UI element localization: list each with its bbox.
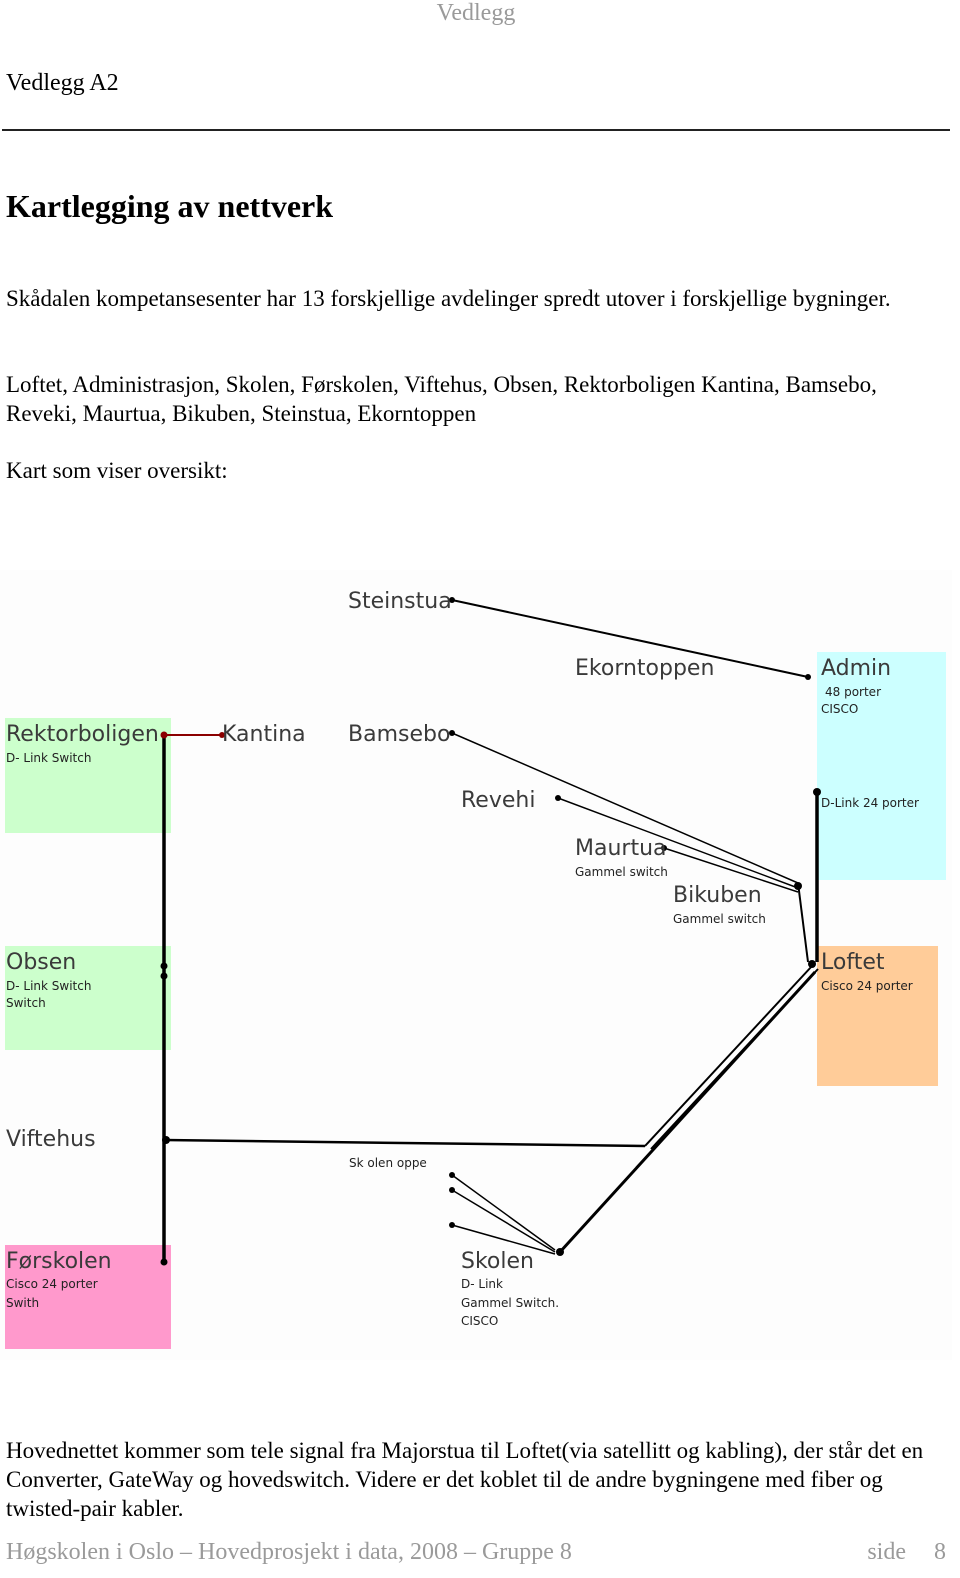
label-admin-ports: 48 porter — [825, 685, 881, 699]
connection-dots — [160, 597, 821, 1266]
bamsebo-dot — [449, 730, 455, 736]
skolen-branch-3 — [451, 1224, 556, 1255]
label-skolen-oppe: Sk olen oppe — [349, 1156, 427, 1170]
kantina-dot — [219, 732, 225, 738]
label-skolen: Skolen — [461, 1249, 534, 1274]
skolen-oppe-dot-3 — [449, 1222, 455, 1228]
label-rektorboligen: Rektorboligen — [6, 722, 159, 747]
label-bamsebo: Bamsebo — [348, 722, 450, 747]
bikuben-dot — [794, 882, 802, 890]
viftehus-trunk-line — [163, 1138, 646, 1148]
label-forskolen-swith: Swith — [6, 1296, 39, 1310]
connection-lines — [162, 599, 819, 1262]
bamsebo-bikuben-link — [451, 732, 799, 884]
network-map: Steinstua Ekorntoppen Admin 48 porter CI… — [0, 570, 952, 1360]
steinstua-admin-link — [451, 599, 809, 678]
skolen-loftet-link — [558, 970, 817, 1254]
obsen-box — [5, 946, 171, 1050]
page-number-value: 8 — [934, 1539, 946, 1565]
steinstua-dot — [449, 597, 455, 603]
label-kantina: Kantina — [222, 722, 306, 747]
page-number: side 8 — [867, 1539, 946, 1566]
loftet-dot — [808, 960, 816, 968]
loftet-box — [817, 946, 938, 1086]
page-title: Kartlegging av nettverk — [6, 188, 334, 224]
label-skolen-old-switch: Gammel Switch. — [461, 1296, 559, 1310]
label-steinstua: Steinstua — [348, 589, 452, 614]
skolen-oppe-dot-1 — [449, 1172, 455, 1178]
skolen-branch-1 — [451, 1174, 556, 1251]
trunk-loftet-line-a — [644, 965, 813, 1147]
header-rule — [2, 129, 950, 131]
label-bikuben: Bikuben — [673, 883, 762, 908]
page-side-label: side — [867, 1539, 906, 1565]
label-admin: Admin — [821, 656, 891, 681]
label-obsen: Obsen — [6, 950, 76, 975]
label-viftehus: Viftehus — [6, 1127, 96, 1152]
label-forskolen-switch: Cisco 24 porter — [6, 1277, 98, 1291]
admin-dlink-dot — [813, 788, 821, 796]
bikuben-loftet-link — [797, 882, 809, 963]
label-maurtua: Maurtua — [575, 836, 667, 861]
intro-paragraph: Skådalen kompetansesenter har 13 forskje… — [6, 286, 891, 311]
viftehus-dot — [162, 1136, 170, 1144]
forskolen-box — [5, 1245, 171, 1349]
label-admin-dlink: D-Link 24 porter — [821, 796, 919, 810]
obsen-dot-1 — [160, 962, 168, 970]
forskolen-dot — [160, 1258, 168, 1266]
skolen-branch-2 — [451, 1189, 556, 1253]
footer-text: Høgskolen i Oslo – Hovedprosjekt i data,… — [6, 1539, 572, 1565]
label-skolen-dlink: D- Link — [461, 1277, 503, 1291]
label-ekorntoppen: Ekorntoppen — [575, 656, 714, 681]
admin-dot — [805, 674, 811, 680]
maurtua-dot — [661, 845, 667, 851]
label-loftet: Loftet — [821, 950, 885, 975]
departments-paragraph: Loftet, Administrasjon, Skolen, Førskole… — [6, 372, 877, 426]
running-header: Vedlegg — [436, 0, 516, 26]
label-loftet-switch: Cisco 24 porter — [821, 979, 913, 993]
label-obsen-switch: Switch — [6, 996, 46, 1010]
obsen-dot-2 — [160, 972, 168, 980]
map-caption: Kart som viser oversikt: — [6, 458, 228, 483]
label-revehi: Revehi — [461, 788, 535, 813]
skolen-oppe-dot-2 — [449, 1187, 455, 1193]
revehi-bikuben-link — [557, 797, 799, 889]
label-admin-brand: CISCO — [821, 702, 858, 716]
label-obsen-dlink: D- Link Switch — [6, 979, 91, 993]
label-skolen-cisco: CISCO — [461, 1314, 498, 1328]
summary-paragraph: Hovednettet kommer som tele signal fra M… — [6, 1438, 924, 1521]
admin-box — [817, 652, 946, 880]
label-bikuben-switch: Gammel switch — [673, 912, 766, 926]
rektorboligen-dot — [160, 731, 168, 739]
skolen-dot — [556, 1248, 564, 1256]
label-forskolen: Førskolen — [6, 1249, 112, 1274]
label-rektorboligen-switch: D- Link Switch — [6, 751, 91, 765]
revehi-dot — [555, 795, 561, 801]
rektorboligen-box — [5, 718, 171, 833]
label-maurtua-switch: Gammel switch — [575, 865, 668, 879]
maurtua-bikuben-link — [663, 847, 799, 893]
appendix-label: Vedlegg A2 — [6, 70, 119, 96]
